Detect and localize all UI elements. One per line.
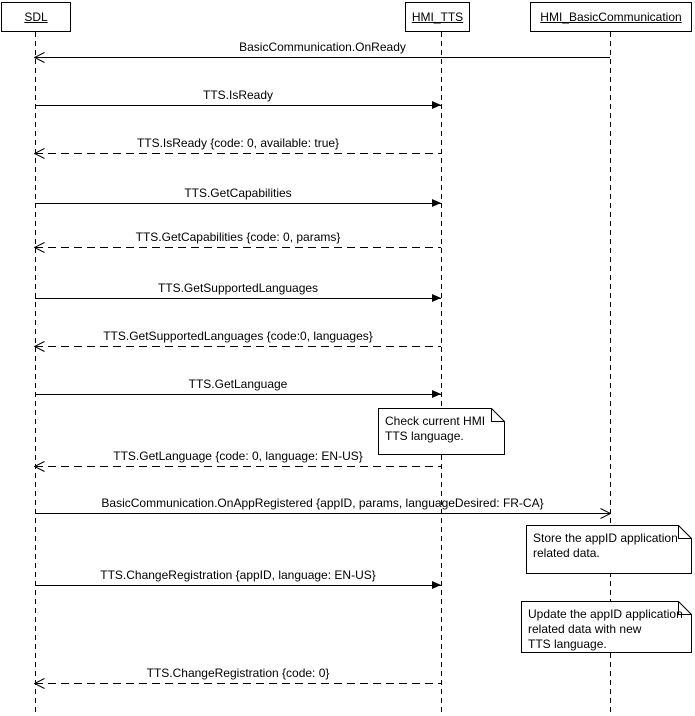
actor-label: SDL <box>24 10 48 24</box>
message-label: TTS.ChangeRegistration {code: 0} <box>146 666 330 680</box>
message-line <box>35 298 441 299</box>
message-label: TTS.GetCapabilities {code: 0, params} <box>135 230 341 244</box>
message-label: TTS.GetSupportedLanguages {code:0, langu… <box>103 329 373 343</box>
message-line <box>35 346 441 347</box>
note-line: Store the appID application <box>533 531 678 545</box>
arrowhead-open-left-icon <box>34 461 45 472</box>
message-label: TTS.GetSupportedLanguages <box>157 281 319 295</box>
arrowhead-open-left-icon <box>34 242 45 253</box>
arrowhead-filled-right-icon <box>432 390 441 398</box>
message-tts-getcapabilities-request: TTS.GetCapabilities <box>35 184 441 207</box>
note-shape-icon <box>378 408 505 455</box>
message-line <box>35 513 610 514</box>
message-label: TTS.GetCapabilities <box>184 186 292 200</box>
message-line <box>35 203 441 204</box>
message-label: TTS.IsReady {code: 0, available: true} <box>136 136 340 150</box>
message-label: TTS.IsReady <box>202 88 274 102</box>
actor-label: HMI_TTS <box>411 10 464 24</box>
message-basiccommunication-onready: BasicCommunication.OnReady <box>34 38 610 63</box>
message-line <box>35 153 441 154</box>
lifeline-hmi-tts <box>441 32 442 716</box>
message-line <box>35 247 441 248</box>
message-label: BasicCommunication.OnAppRegistered {appI… <box>101 496 544 510</box>
arrowhead-filled-right-icon <box>432 101 441 109</box>
note-text: Check current HMI TTS language. <box>385 414 502 444</box>
arrowhead-open-right-icon <box>600 508 611 519</box>
note-line: TTS language. <box>385 429 464 443</box>
note-shape-icon <box>526 525 692 574</box>
note-store-appid-data: Store the appID application related data… <box>526 525 692 574</box>
message-label: TTS.GetLanguage {code: 0, language: EN-U… <box>113 449 363 463</box>
arrowhead-open-left-icon <box>34 341 45 352</box>
note-text: Update the appID application related dat… <box>528 607 689 652</box>
message-line <box>35 57 610 58</box>
message-tts-changeregistration-response: TTS.ChangeRegistration {code: 0} <box>34 664 441 689</box>
arrowhead-open-left-icon <box>34 148 45 159</box>
message-tts-getsupportedlanguages-request: TTS.GetSupportedLanguages <box>35 279 441 302</box>
actor-box-hmi-basic-communication: HMI_BasicCommunication <box>530 2 692 32</box>
note-text: Store the appID application related data… <box>533 531 689 561</box>
note-update-appid-data: Update the appID application related dat… <box>521 601 692 653</box>
message-basiccommunication-onappregistered: BasicCommunication.OnAppRegistered {appI… <box>35 494 611 519</box>
actor-box-sdl: SDL <box>1 2 71 32</box>
arrowhead-filled-right-icon <box>432 581 441 589</box>
arrowhead-open-left-icon <box>34 678 45 689</box>
message-tts-isready-response: TTS.IsReady {code: 0, available: true} <box>34 134 441 159</box>
note-line: Update the appID application <box>528 607 683 621</box>
note-line: TTS language. <box>528 637 607 651</box>
message-line <box>35 394 441 395</box>
message-label: TTS.GetLanguage <box>188 377 288 391</box>
message-tts-isready-request: TTS.IsReady <box>35 86 441 109</box>
message-label: TTS.ChangeRegistration {appID, language:… <box>100 568 376 582</box>
note-line: related data. <box>533 546 600 560</box>
message-line <box>35 585 441 586</box>
actor-box-hmi-tts: HMI_TTS <box>405 2 470 32</box>
message-line <box>35 105 441 106</box>
actor-label: HMI_BasicCommunication <box>540 10 682 24</box>
arrowhead-filled-right-icon <box>432 294 441 302</box>
message-tts-getsupportedlanguages-response: TTS.GetSupportedLanguages {code:0, langu… <box>34 327 441 352</box>
message-tts-getlanguage-response: TTS.GetLanguage {code: 0, language: EN-U… <box>34 447 441 472</box>
message-line <box>35 683 441 684</box>
lifeline-hmi-basic-communication <box>610 32 611 716</box>
message-line <box>35 466 441 467</box>
message-tts-getcapabilities-response: TTS.GetCapabilities {code: 0, params} <box>34 228 441 253</box>
note-shape-icon <box>521 601 692 653</box>
arrowhead-open-left-icon <box>34 52 45 63</box>
note-check-current-hmi-tts-language: Check current HMI TTS language. <box>378 408 505 455</box>
message-label: BasicCommunication.OnReady <box>239 40 406 54</box>
arrowhead-filled-right-icon <box>432 199 441 207</box>
message-tts-getlanguage-request: TTS.GetLanguage <box>35 375 441 398</box>
note-line: related data with new <box>528 622 642 636</box>
note-line: Check current HMI <box>385 414 486 428</box>
message-tts-changeregistration-request: TTS.ChangeRegistration {appID, language:… <box>35 566 441 589</box>
lifeline-sdl <box>35 32 36 716</box>
